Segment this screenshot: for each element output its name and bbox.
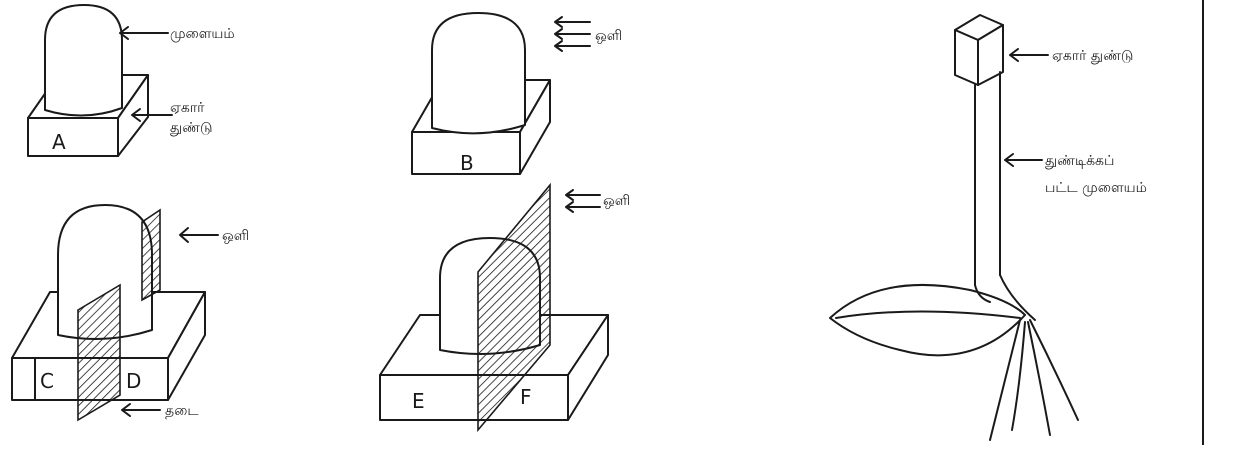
setup-b: B ஒளி (411, 12, 622, 175)
agar-base-a-front (27, 117, 119, 157)
coleoptile-a (44, 4, 123, 117)
annotation-decapitated-2: பட்ட முளையம் (1045, 180, 1147, 196)
agar-cube-front (954, 29, 979, 86)
annotation-decapitated-1: துண்டிக்கப் (1045, 153, 1114, 169)
arrow-left-icon (121, 403, 161, 417)
annotation-light-2: ஒளி (222, 228, 249, 244)
label-e: E (412, 389, 425, 413)
mica-upper-cd (141, 208, 161, 302)
seed-seam (835, 310, 1021, 319)
root-3 (1027, 321, 1051, 436)
stem-base-left (974, 284, 991, 303)
label-d: D (126, 369, 141, 393)
annotation-light-1: ஒளி (595, 28, 622, 44)
agar-base-b-front (411, 131, 521, 175)
label-c: C (40, 369, 54, 393)
annotation-light-3: ஒளி (603, 193, 630, 209)
decapitated-seedling: ஏகார் துண்டு துண்டிக்கப் பட்ட முளையம் (829, 14, 1147, 441)
stem-base-right (999, 274, 1036, 321)
annotation-agar-1: ஏகார் (170, 100, 205, 116)
setup-ef: E F ஒளி (379, 182, 630, 433)
annotation-agar-2: துண்டு (170, 120, 212, 136)
setup-a: A முளையம் ஏகார் துண்டு (27, 4, 235, 157)
annotation-agar-seedling: ஏகார் துண்டு (1052, 48, 1133, 64)
annotation-coleoptile: முளையம் (170, 26, 235, 42)
arrow-left-icon (1004, 153, 1043, 167)
arrow-left-icon (119, 26, 169, 40)
light-arrows-icon (565, 189, 601, 213)
setup-cd: C D ஒளி தடை (11, 204, 249, 422)
mica-barrier-ef (477, 182, 551, 433)
coleoptile-b (431, 12, 526, 135)
agar-base-ef-front (379, 374, 569, 421)
arrow-left-icon (1009, 48, 1049, 62)
light-arrows-icon (554, 16, 591, 52)
annotation-mica: தடை (165, 403, 199, 419)
root-2 (1011, 321, 1026, 431)
seed (829, 283, 1026, 357)
label-f: F (520, 385, 532, 409)
mica-barrier-cd (77, 283, 121, 422)
label-b: B (460, 151, 474, 175)
arrow-left-icon (179, 227, 219, 243)
root-4 (1029, 319, 1079, 421)
label-a: A (52, 130, 66, 154)
arrow-left-icon (131, 108, 173, 122)
root-1 (989, 319, 1021, 441)
